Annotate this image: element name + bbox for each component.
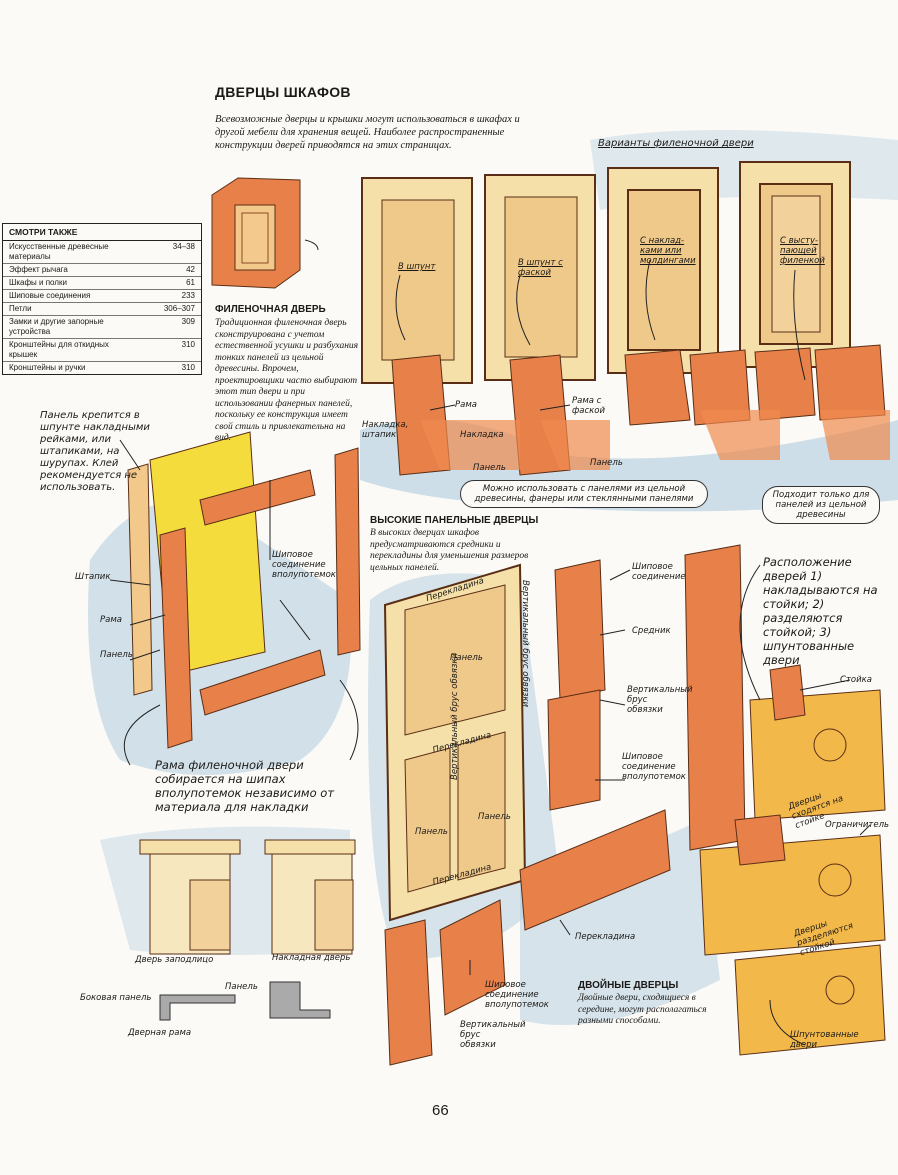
ogranichitel-label: Ограничитель xyxy=(825,820,890,830)
rama-faska-label: Рама с фаской xyxy=(572,396,606,416)
intro-text: Всевозможные дверцы и крышки могут испол… xyxy=(215,114,520,151)
inset-door-label: Дверь заподлицо xyxy=(135,955,214,965)
see-also-label: Шиповые соединения xyxy=(9,291,91,300)
joint-label-left: Шиповое соединение вполупотемок xyxy=(272,550,336,580)
overlay-door-label: Накладная дверь xyxy=(272,953,351,963)
see-also-row[interactable]: Замки и другие запорные устройства 309 xyxy=(3,316,201,339)
variant-label-2: В шпунт с фаской xyxy=(518,258,563,278)
nakladka-label: Накладка xyxy=(460,430,504,440)
see-also-row[interactable]: Петли 306–307 xyxy=(3,303,201,316)
double-doors-heading: ДВОЙНЫЕ ДВЕРЦЫ xyxy=(578,980,679,991)
see-also-row[interactable]: Кронштейны и ручки 310 xyxy=(3,362,201,374)
perekladina-low: Перекладина xyxy=(575,932,636,942)
nakladka-shtapik-label: Накладка, штапик xyxy=(362,420,409,440)
vert-low: Вертикальный брус обвязки xyxy=(460,1020,526,1050)
panel-label-bottom: Панель xyxy=(225,982,258,992)
see-also-label: Эффект рычага xyxy=(9,265,68,274)
see-also-pages: 310 xyxy=(181,363,195,372)
panel-label-1: Панель xyxy=(473,463,506,473)
door-frame-label: Дверная рама xyxy=(128,1028,192,1038)
panel-l: Панель xyxy=(415,827,448,837)
page-title: ДВЕРЦЫ ШКАФОВ xyxy=(215,84,351,100)
see-also-row[interactable]: Кронштейны для откидных крышек 310 xyxy=(3,339,201,362)
side-panel-label: Боковая панель xyxy=(80,993,152,1003)
small-cabinet xyxy=(211,177,319,289)
tall-panel-door xyxy=(383,544,746,1066)
see-also-pages: 306–307 xyxy=(163,304,195,313)
see-also-label: Петли xyxy=(9,304,32,313)
vert-brus: Вертикальный брус обвязки xyxy=(627,685,693,715)
panel-label-left: Панель xyxy=(100,650,133,660)
tall-doors-text: В высоких дверцах шкафов предусматривают… xyxy=(370,528,529,573)
variants-note-right: Подходит только для панелей из цельной д… xyxy=(762,486,880,524)
variant-label-1: В шпунт xyxy=(398,262,436,272)
frame-note: Рама филеночной двери собирается на шипа… xyxy=(155,758,335,814)
vert-right: Вертикальный брус обвязки xyxy=(520,580,530,707)
see-also-row[interactable]: Шиповые соединения 233 xyxy=(3,290,201,303)
shtapik-label: Штапик xyxy=(75,572,111,582)
rama-label-left: Рама xyxy=(100,615,122,625)
panel-note: Панель крепится в шпунте накладными рейк… xyxy=(40,410,150,493)
ship-mid: Шиповое соединение вполупотемок xyxy=(622,752,686,782)
inset-overlay-drawings xyxy=(139,839,356,1021)
see-also-heading: СМОТРИ ТАКЖЕ xyxy=(3,224,201,241)
see-also-pages: 310 xyxy=(181,340,195,349)
panel-label-2: Панель xyxy=(590,458,623,468)
double-door-sections xyxy=(699,664,886,1056)
see-also-label: Замки и другие запорные устройства xyxy=(9,317,104,336)
see-also-row[interactable]: Искусственные древесные материалы 34–38 xyxy=(3,241,201,264)
variant-label-4: С высту-пающей филенкой xyxy=(780,236,825,266)
rama-label: Рама xyxy=(455,400,477,410)
see-also-label: Шкафы и полки xyxy=(9,278,67,287)
see-also-label: Кронштейны и ручки xyxy=(9,363,86,372)
panel-big: Панель xyxy=(450,653,483,663)
ship-top: Шиповое соединение xyxy=(632,562,686,582)
see-also-pages: 309 xyxy=(181,317,195,326)
door-variants xyxy=(361,161,890,476)
page-number: 66 xyxy=(432,1102,449,1119)
panel-r: Панель xyxy=(478,812,511,822)
variant-label-3: С наклад-ками или молдингами xyxy=(640,236,696,266)
see-also-row[interactable]: Шкафы и полки 61 xyxy=(3,277,201,290)
stoika-label: Стойка xyxy=(840,675,872,685)
see-also-pages: 61 xyxy=(186,278,195,287)
ship-low: Шиповое соединение вполупотемок xyxy=(485,980,549,1010)
panel-door-heading: ФИЛЕНОЧНАЯ ДВЕРЬ xyxy=(215,304,326,315)
see-also-box: СМОТРИ ТАКЖЕ Искусственные древесные мат… xyxy=(2,223,202,375)
panel-door-text: Традиционная филеночная дверь сконструир… xyxy=(215,318,359,443)
double-doors-text: Двойные двери, сходящиеся в середине, мо… xyxy=(578,993,707,1026)
see-also-pages: 233 xyxy=(181,291,195,300)
see-also-label: Кронштейны для откидных крышек xyxy=(9,340,109,359)
tall-doors-heading: ВЫСОКИЕ ПАНЕЛЬНЫЕ ДВЕРЦЫ xyxy=(370,515,539,526)
see-also-row[interactable]: Эффект рычага 42 xyxy=(3,264,201,277)
see-also-pages: 34–38 xyxy=(172,242,195,251)
variants-heading: Варианты филеночной двери xyxy=(598,138,754,149)
see-also-label: Искусственные древесные материалы xyxy=(9,242,109,261)
shpunt-doors-label: Шпунтованные двери xyxy=(790,1030,859,1050)
leader-lines xyxy=(109,259,871,1046)
srednik: Средник xyxy=(632,626,671,636)
exploded-panel-door xyxy=(127,431,361,749)
see-also-pages: 42 xyxy=(186,265,195,274)
door-position-note: Расположение дверей 1) накладываются на … xyxy=(763,555,878,667)
variants-note-left: Можно использовать с панелями из цельной… xyxy=(460,480,708,508)
